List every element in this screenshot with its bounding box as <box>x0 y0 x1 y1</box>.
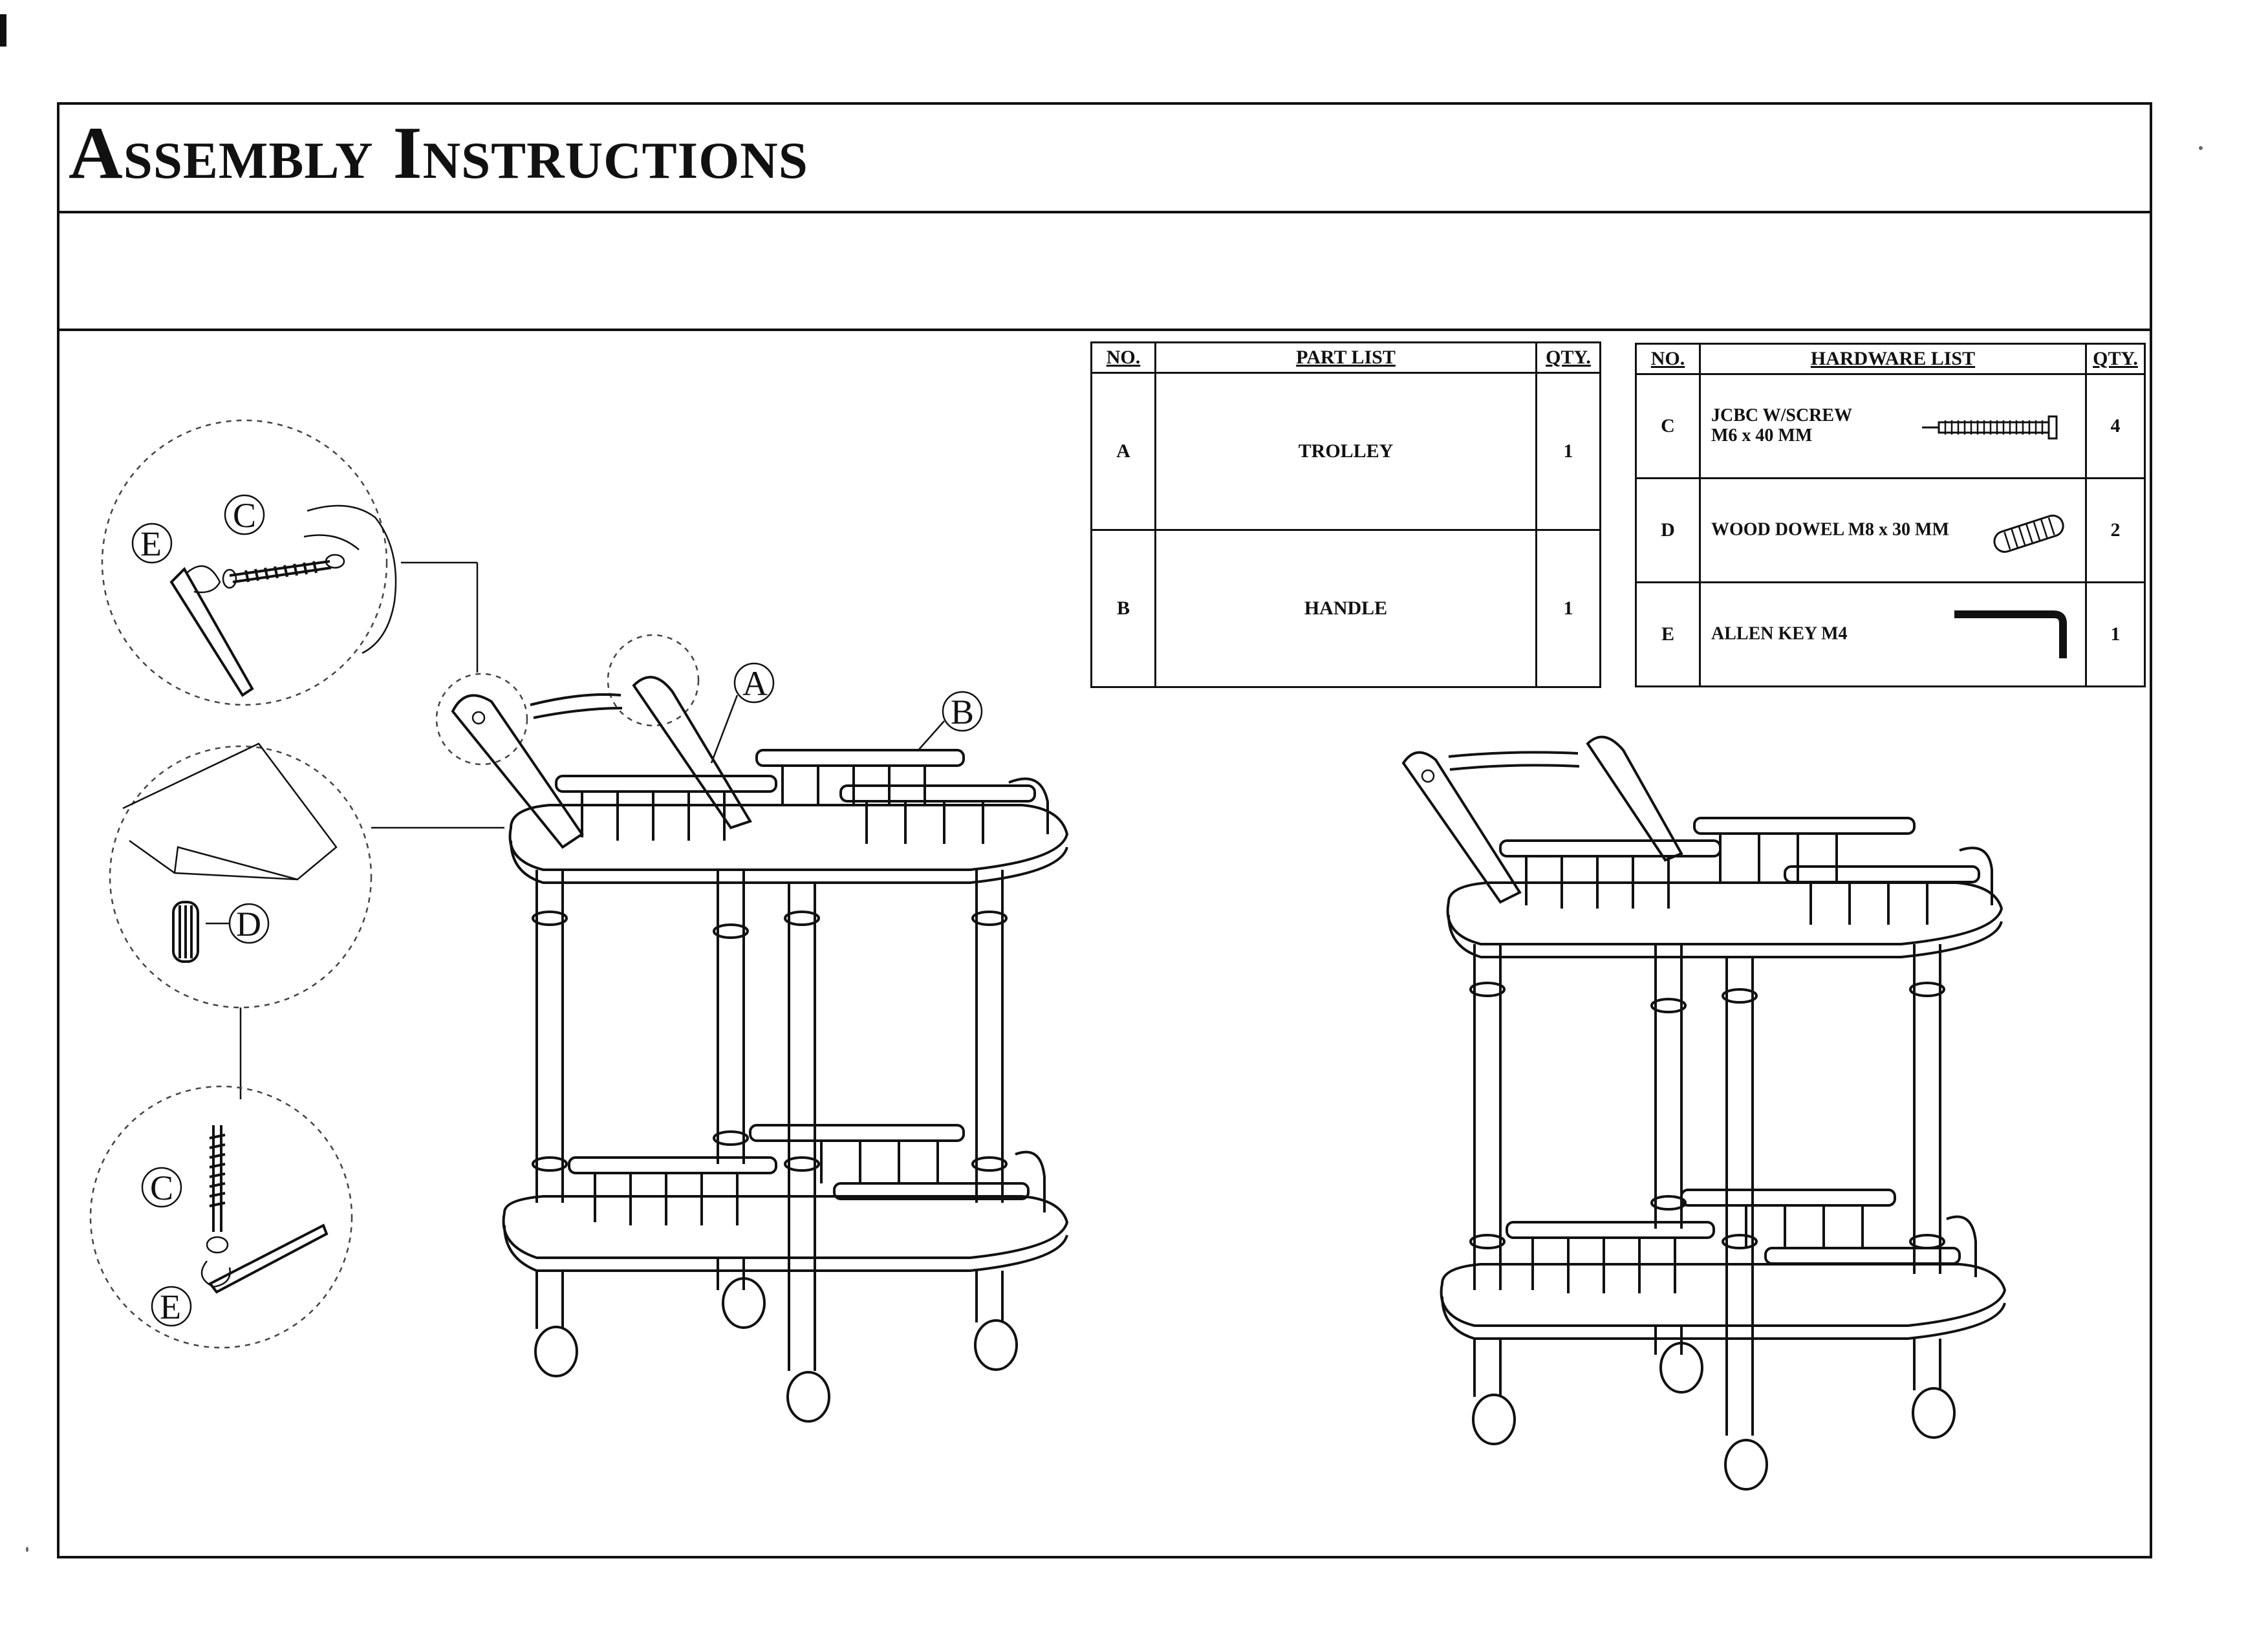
table-row: E ALLEN KEY M4 1 <box>1635 581 2146 687</box>
hardware-name-line: M6 x 40 MM <box>1711 426 1813 446</box>
hardware-qty-cell: 4 <box>2085 373 2146 479</box>
scan-speck <box>26 1547 28 1552</box>
scan-speck <box>2199 146 2203 150</box>
svg-text:D: D <box>236 905 261 943</box>
allen-key-icon <box>1954 610 2067 658</box>
dowel-icon <box>1993 514 2064 553</box>
table-row: A TROLLEY 1 <box>1090 372 1601 531</box>
blank-header-band <box>59 213 2150 331</box>
part-qty-cell: 1 <box>1535 372 1601 531</box>
part-no-cell: A <box>1090 372 1156 531</box>
part-no-cell: B <box>1090 529 1156 688</box>
callout-label: C <box>224 494 265 535</box>
callout-label: E <box>151 1286 192 1327</box>
dowel-icon <box>172 901 199 963</box>
hardware-no-header: NO. <box>1635 343 1701 375</box>
part-no-header: NO. <box>1090 341 1156 374</box>
page-title: Assembly Instructions <box>69 112 808 195</box>
callout-label: E <box>131 523 173 564</box>
hardware-name-cell: WOOD DOWEL M8 x 30 MM <box>1699 477 2087 583</box>
hardware-name-cell: ALLEN KEY M4 <box>1699 581 2087 687</box>
allen-key-icon <box>169 565 254 697</box>
callout-label: A <box>733 662 775 704</box>
callout-label: D <box>228 903 270 944</box>
hardware-name-line: WOOD DOWEL M8 x 30 MM <box>1711 519 1949 540</box>
scan-edge-mark <box>0 14 6 47</box>
callout-label: C <box>141 1167 182 1208</box>
hardware-name-line: ALLEN KEY M4 <box>1711 623 1848 644</box>
table-row: D WOOD DOWEL M8 x 30 MM 2 <box>1635 477 2146 583</box>
part-list-table: NO. PART LIST QTY. A TROLLEY 1 B HANDLE … <box>1090 341 1601 688</box>
hardware-qty-cell: 2 <box>2085 477 2146 583</box>
svg-text:A: A <box>742 664 768 703</box>
screw-icon <box>222 560 332 589</box>
hardware-no-cell: C <box>1635 373 1701 479</box>
screw-icon <box>1922 415 2058 440</box>
detail-circle-bottom-screw <box>89 1085 353 1349</box>
hardware-no-cell: E <box>1635 581 1701 687</box>
hardware-name-line: JCBC W/SCREW <box>1711 405 1853 426</box>
screw-icon <box>206 1125 229 1254</box>
svg-text:E: E <box>140 524 162 563</box>
svg-text:B: B <box>951 693 974 731</box>
detail-circle-dowel <box>109 742 373 1009</box>
instruction-sheet-frame: Assembly Instructions <box>57 102 2152 1558</box>
hardware-qty-cell: 1 <box>2085 581 2146 687</box>
hardware-qty-header: QTY. <box>2085 343 2146 375</box>
part-name-header: PART LIST <box>1154 341 1537 374</box>
part-name-cell: TROLLEY <box>1154 372 1537 531</box>
allen-key-icon <box>200 1223 329 1294</box>
title-band: Assembly Instructions <box>59 105 2150 213</box>
hardware-list-header-row: NO. HARDWARE LIST QTY. <box>1635 343 2146 375</box>
part-qty-header: QTY. <box>1535 341 1601 374</box>
trolley-exploded-view <box>435 634 1069 1423</box>
part-name-cell: HANDLE <box>1154 529 1537 688</box>
detail-circle-handle-screw <box>101 419 397 706</box>
svg-text:E: E <box>160 1288 181 1326</box>
hardware-name-header: HARDWARE LIST <box>1699 343 2087 375</box>
trolley-assembled-view <box>1401 735 2007 1491</box>
svg-text:C: C <box>233 496 256 535</box>
hardware-no-cell: D <box>1635 477 1701 583</box>
part-list-header-row: NO. PART LIST QTY. <box>1090 341 1601 374</box>
callout-label: B <box>942 691 983 732</box>
part-qty-cell: 1 <box>1535 529 1601 688</box>
svg-text:C: C <box>150 1169 173 1207</box>
table-row: B HANDLE 1 <box>1090 529 1601 688</box>
